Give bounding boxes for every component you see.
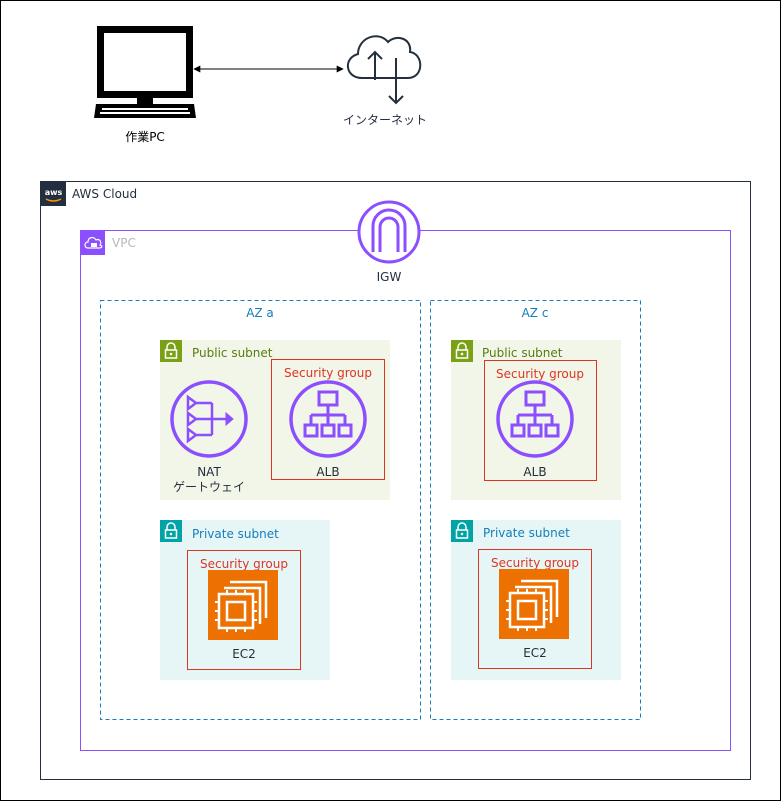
internet-label: インターネット bbox=[343, 113, 427, 127]
monitor-icon bbox=[94, 26, 196, 118]
workstation-label: 作業PC bbox=[125, 130, 165, 144]
private-subnet-c: Private subnet Security group EC2 bbox=[450, 519, 621, 680]
padlock-icon bbox=[450, 519, 474, 543]
nat-gateway-label-line1: NAT bbox=[197, 465, 221, 479]
aws-logo-icon: aws bbox=[41, 182, 66, 206]
internet-node: インターネット bbox=[343, 35, 427, 127]
cloud-upload-download-icon bbox=[347, 35, 422, 105]
nat-gateway-label-line2: ゲートウェイ bbox=[173, 480, 245, 494]
alb-label: ALB bbox=[316, 465, 339, 479]
security-group-label: Security group bbox=[284, 366, 372, 380]
alb-label: ALB bbox=[523, 465, 546, 479]
svg-text:aws: aws bbox=[45, 188, 63, 197]
ec2-chip-icon bbox=[206, 568, 280, 642]
ec2-label: EC2 bbox=[523, 646, 547, 660]
security-group-label: Security group bbox=[496, 367, 584, 381]
vpc-cloud-lock-icon bbox=[81, 231, 105, 255]
internet-gateway-icon bbox=[357, 200, 421, 264]
nat-gateway-node: NAT ゲートウェイ bbox=[170, 380, 248, 494]
ec2-label: EC2 bbox=[232, 647, 256, 661]
igw-label: IGW bbox=[377, 270, 402, 284]
aws-cloud-label: AWS Cloud bbox=[72, 187, 137, 201]
security-group-label: Security group bbox=[491, 556, 579, 570]
security-group-alb-c: Security group ALB bbox=[484, 360, 597, 481]
az-a-group: AZ a Public subnet NAT bbox=[100, 300, 421, 720]
public-subnet-a: Public subnet NAT ゲートウェイ bbox=[159, 339, 390, 500]
az-c-label: AZ c bbox=[522, 306, 549, 320]
private-subnet-a-label: Private subnet bbox=[192, 527, 279, 541]
security-group-label: Security group bbox=[200, 557, 288, 571]
igw-node: IGW bbox=[357, 200, 421, 284]
workstation-node: 作業PC bbox=[94, 26, 196, 144]
private-subnet-c-label: Private subnet bbox=[483, 526, 570, 540]
public-subnet-c-label: Public subnet bbox=[482, 346, 563, 360]
padlock-icon bbox=[159, 519, 183, 543]
vpc-label: VPC bbox=[112, 236, 136, 250]
security-group-ec2-c: Security group EC2 bbox=[478, 549, 592, 669]
ec2-chip-icon bbox=[497, 567, 571, 641]
private-subnet-a: Private subnet Security group EC2 bbox=[159, 519, 330, 680]
padlock-icon bbox=[159, 339, 183, 363]
security-group-alb-a: Security group ALB bbox=[271, 359, 385, 480]
nat-gateway-icon bbox=[170, 380, 248, 458]
security-group-ec2-a: Security group EC2 bbox=[187, 550, 301, 670]
public-subnet-a-label: Public subnet bbox=[192, 346, 273, 360]
az-a-label: AZ a bbox=[246, 306, 274, 320]
public-subnet-c: Public subnet Security group ALB bbox=[450, 339, 621, 500]
az-c-group: AZ c Public subnet Security group ALB Pr… bbox=[430, 300, 641, 720]
padlock-icon bbox=[450, 339, 474, 363]
aws-cloud-group: aws AWS Cloud bbox=[40, 181, 751, 780]
